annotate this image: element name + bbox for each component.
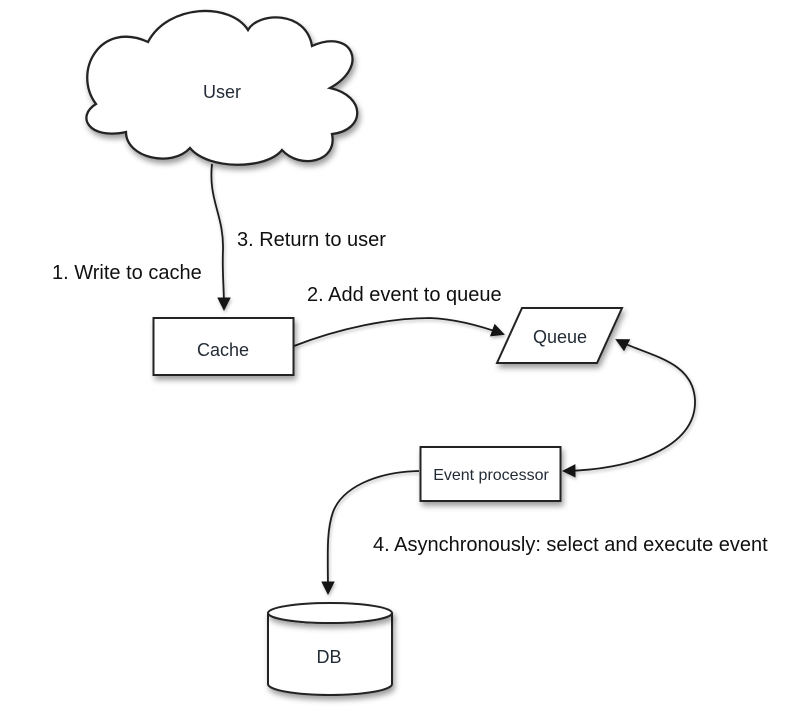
node-label-user: User xyxy=(203,82,241,102)
edge-label-return-to-user: 3. Return to user xyxy=(237,229,386,251)
edge-label-write-to-cache: 1. Write to cache xyxy=(52,262,202,284)
queue-parallelogram xyxy=(495,307,624,364)
db-cylinder-top xyxy=(267,602,393,624)
node-label-db: DB xyxy=(316,647,341,667)
node-queue: Queue xyxy=(495,307,624,364)
cache-rectangle xyxy=(152,317,295,376)
edge-event-processor-to-db xyxy=(321,470,420,596)
edge-cache-to-queue xyxy=(293,317,505,347)
node-label-cache: Cache xyxy=(197,340,249,360)
cloud-shape xyxy=(85,9,359,166)
node-cache: Cache xyxy=(152,317,295,376)
node-user: User xyxy=(85,9,359,166)
edge-user-to-cache xyxy=(210,163,231,312)
node-db: DB xyxy=(267,602,393,696)
node-label-queue: Queue xyxy=(533,327,587,347)
node-event-processor: Event processor xyxy=(419,446,562,502)
event-processor-rectangle xyxy=(419,446,562,502)
node-label-event-processor: Event processor xyxy=(433,467,549,484)
edge-label-add-event-to-queue: 2. Add event to queue xyxy=(307,284,502,306)
edge-queue-event-processor xyxy=(561,339,696,478)
edge-label-async-execute: 4. Asynchronously: select and execute ev… xyxy=(373,534,768,556)
